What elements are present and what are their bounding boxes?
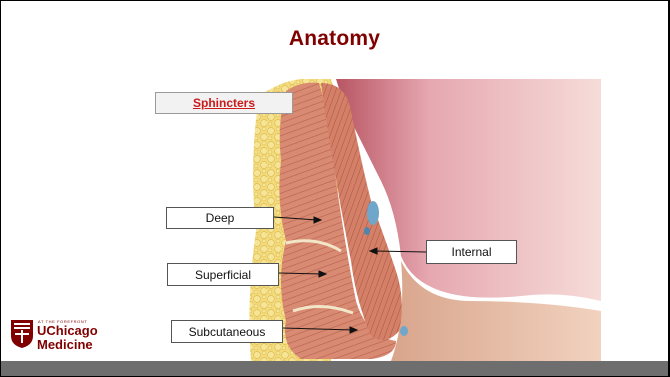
label-superficial: Superficial [167, 263, 279, 286]
footer-bar [1, 361, 668, 376]
label-sphincters[interactable]: Sphincters [155, 92, 293, 114]
label-subcutaneous: Subcutaneous [171, 320, 283, 343]
label-deep: Deep [166, 207, 274, 229]
label-internal: Internal [426, 240, 517, 264]
shield-icon [10, 319, 34, 349]
vessel [400, 326, 408, 336]
slide: Anatomy Sphincters Deep Superficial Subc… [1, 1, 668, 361]
vessel [367, 201, 379, 225]
vessel [364, 227, 370, 235]
logo-line2: Medicine [37, 337, 93, 352]
logo-line1: UChicago [37, 323, 98, 338]
anatomy-illustration [1, 1, 668, 361]
uchicago-medicine-logo: AT THE FOREFRONT UChicago Medicine [10, 317, 130, 359]
slide-title: Anatomy [1, 27, 668, 51]
